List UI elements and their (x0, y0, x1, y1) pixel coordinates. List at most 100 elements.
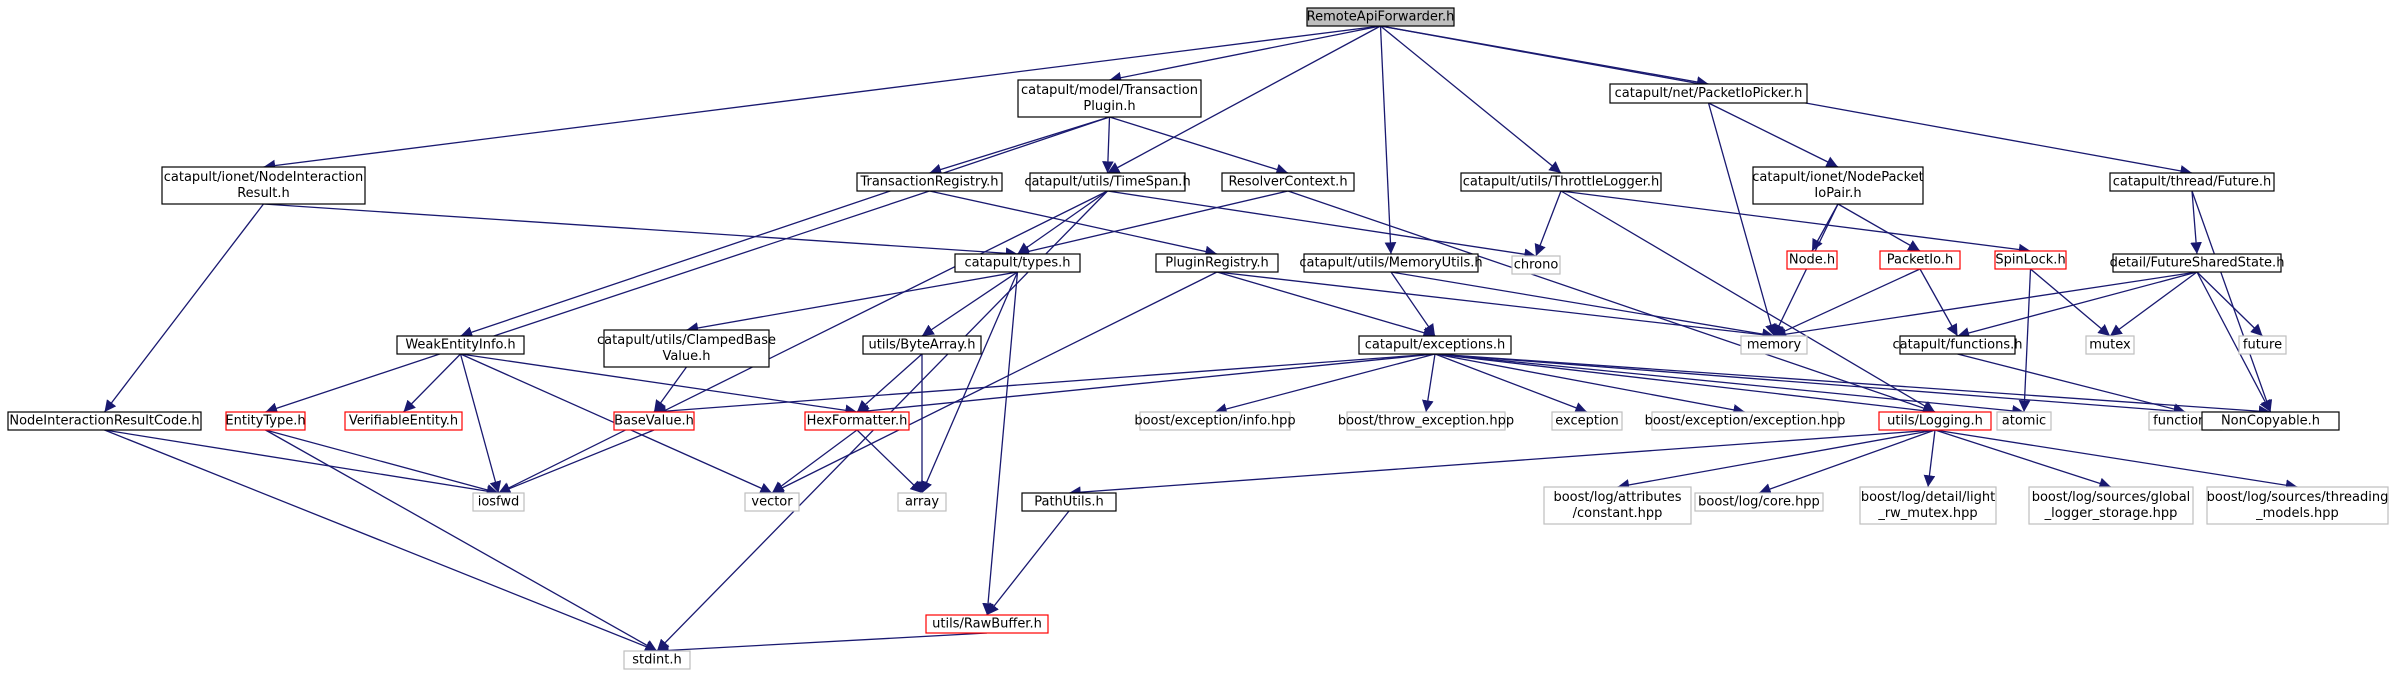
dependency-edge (1017, 190, 1289, 258)
dependency-edge (459, 353, 502, 494)
node-label: RemoteApiForwarder.h (1307, 10, 1455, 25)
graph-node[interactable]: ResolverContext.h (1221, 172, 1355, 192)
node-label: boost/log/sources/threading (2207, 490, 2389, 505)
edge-group (856, 429, 923, 494)
graph-node: array (897, 492, 947, 512)
edge-group (104, 429, 658, 653)
node-box (744, 492, 800, 512)
graph-node[interactable]: NodeInteractionResultCode.h (7, 411, 202, 431)
dependency-edge (263, 203, 1018, 260)
graph-node[interactable]: utils/Logging.h (1878, 411, 1992, 431)
graph-node[interactable]: PathUtils.h (1021, 492, 1117, 512)
node-label: detail/FutureSharedState.h (2110, 256, 2285, 271)
dependency-edge (1380, 25, 1562, 174)
graph-node[interactable]: catapult/utils/TimeSpan.h (1024, 172, 1191, 192)
dependency-edge (1934, 429, 2298, 491)
node-label: boost/throw_exception.hpp (1338, 414, 1514, 429)
graph-node[interactable]: catapult/types.h (954, 253, 1081, 273)
dependency-edge (771, 271, 1218, 494)
dependency-edge (1957, 353, 2186, 415)
node-box (613, 411, 695, 431)
edge-group (929, 116, 1110, 176)
dependency-edge (986, 510, 1070, 616)
graph-node[interactable]: RemoteApiForwarder.h (1306, 7, 1455, 27)
node-label: vector (751, 495, 793, 510)
graph-node[interactable]: VerifiableEntity.h (344, 411, 463, 431)
graph-node[interactable]: TransactionRegistry.h (856, 172, 1003, 192)
graph-node[interactable]: SpinLock.h (1994, 250, 2067, 270)
graph-node[interactable]: Node.h (1786, 250, 1838, 270)
edge-group (1379, 25, 1397, 255)
graph-node[interactable]: catapult/ionet/NodeInteractionResult.h (161, 166, 366, 205)
dependency-edge (921, 271, 1018, 337)
edge-group (982, 271, 1019, 616)
dependency-edge (653, 366, 688, 413)
node-label: _rw_mutex.hpp (1877, 506, 1977, 521)
graph-node[interactable]: utils/ByteArray.h (862, 335, 982, 355)
dependency-edge (1707, 102, 1777, 337)
edge-group (265, 429, 658, 652)
graph-node[interactable]: WeakEntityInfo.h (396, 335, 525, 355)
graph-node[interactable]: PacketIo.h (1879, 250, 1961, 270)
graph-node[interactable]: PluginRegistry.h (1155, 253, 1279, 273)
node-box (225, 411, 306, 431)
node-label: _models.hpp (2255, 506, 2339, 521)
dependency-edge (265, 429, 499, 496)
graph-node[interactable]: catapult/utils/ThrottleLogger.h (1460, 172, 1662, 192)
graph-node: vector (744, 492, 800, 512)
dependency-edge (263, 25, 1381, 172)
graph-node[interactable]: EntityType.h (225, 411, 306, 431)
graph-node[interactable]: utils/RawBuffer.h (925, 614, 1049, 634)
graph-node[interactable]: detail/FutureSharedState.h (2110, 253, 2285, 273)
node-box (7, 411, 202, 431)
dependency-edge (2196, 271, 2272, 413)
dependency-edge (2030, 268, 2111, 337)
node-box (1859, 486, 1997, 525)
node-label: catapult/utils/MemoryUtils.h (1299, 256, 1482, 271)
node-label: Value.h (662, 349, 710, 364)
node-box (2028, 486, 2194, 525)
edge-group (1773, 203, 1839, 337)
graph-node[interactable]: BaseValue.h (613, 411, 695, 431)
dependency-edge (103, 203, 265, 413)
graph-node[interactable]: catapult/exceptions.h (1358, 335, 1512, 355)
graph-node: boost/log/attributes/constant.hpp (1543, 486, 1692, 525)
edge-group (653, 353, 1436, 417)
dependency-edge (1434, 353, 1746, 416)
node-box (472, 492, 525, 512)
node-box (1460, 172, 1662, 192)
edge-group (1919, 268, 1959, 337)
node-box (856, 172, 1003, 192)
dependency-edge (1379, 25, 1397, 255)
dependency-edge (921, 271, 1019, 494)
edge-group (856, 353, 1436, 417)
node-box (603, 329, 770, 368)
node-box (1994, 250, 2067, 270)
node-label: PacketIo.h (1887, 253, 1953, 268)
graph-node[interactable]: NonCopyable.h (2201, 411, 2340, 431)
node-box (1221, 172, 1355, 192)
dependency-edge (104, 429, 658, 653)
dependency-edge (1837, 203, 1921, 252)
node-label: /constant.hpp (1573, 506, 1663, 521)
node-box (1752, 166, 1924, 205)
node-label: catapult/ionet/NodePacket (1752, 170, 1924, 185)
graph-node[interactable]: catapult/utils/MemoryUtils.h (1299, 253, 1483, 273)
graph-node[interactable]: catapult/net/PacketIoPicker.h (1609, 83, 1808, 104)
node-label: iosfwd (478, 495, 520, 510)
edge-layer (103, 25, 2298, 657)
node-label: Node.h (1789, 253, 1835, 268)
graph-node[interactable]: HexFormatter.h (804, 411, 910, 431)
graph-node[interactable]: catapult/thread/Future.h (2109, 172, 2275, 192)
node-box (344, 411, 463, 431)
dependency-edge (856, 429, 923, 494)
node-box (1358, 335, 1512, 355)
dependency-edge (460, 116, 1110, 338)
edge-group (1617, 429, 1936, 491)
edge-group (1923, 429, 1936, 488)
edge-group (856, 353, 923, 413)
graph-node[interactable]: catapult/functions.h (1892, 335, 2023, 355)
